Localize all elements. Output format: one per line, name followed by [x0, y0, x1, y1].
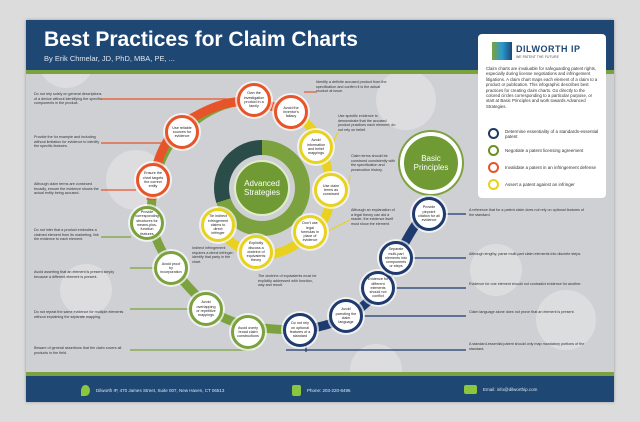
- node-orange[interactable]: Use reliable sources for evidence: [165, 115, 199, 149]
- annotation: A reference that for a patent claim does…: [469, 208, 584, 217]
- node-blue[interactable]: Evidence for different elements should n…: [361, 271, 395, 305]
- node-yellow[interactable]: Tie indirect infringement claims to dire…: [201, 208, 235, 242]
- legend-item: Negotiate a patent licensing agreement: [488, 145, 600, 156]
- legend-item: Assert a patent against an infringer: [488, 179, 600, 190]
- annotation: Claim terms should be construed consiste…: [351, 154, 396, 172]
- node-blue[interactable]: Avoid parroting the claim language: [329, 299, 363, 333]
- annotation: Do not repeat the same evidence for mult…: [34, 310, 124, 319]
- annotation: Although lengthy, parse multi-part claim…: [469, 252, 582, 256]
- annotation: Provide the for example and including wi…: [34, 135, 100, 149]
- address-text: Dilworth IP, 470 James Street, Suite 007…: [96, 388, 225, 393]
- annotation: Evidence for one element should not cont…: [469, 282, 582, 286]
- infographic-poster: Best Practices for Claim Charts By Erik …: [26, 20, 614, 402]
- location-pin-icon: [81, 385, 90, 396]
- node-yellow[interactable]: Don't use legal formulas in place of evi…: [293, 215, 327, 249]
- phone-text: Phone: 203-220-8496: [307, 388, 351, 393]
- ring-icon: [488, 179, 499, 190]
- node-green[interactable]: Avoid overly broad claim constructions: [231, 315, 265, 349]
- node-orange[interactable]: Own the investigation product in a famil…: [237, 83, 271, 117]
- annotation: Use specific evidence to demonstrate tha…: [338, 114, 396, 132]
- legend-item: Determine essentiality of a standards-es…: [488, 128, 600, 139]
- annotation: Claim language alone does not prove that…: [469, 310, 575, 314]
- node-yellow[interactable]: Avoid information and belief mappings: [299, 130, 333, 164]
- annotation: Although an explanation of a legal theor…: [351, 208, 395, 226]
- page-title: Best Practices for Claim Charts: [44, 28, 358, 51]
- node-orange[interactable]: Avoid the inventor's fallacy: [274, 95, 308, 129]
- advanced-strategies-hub[interactable]: Advanced Strategies: [234, 160, 290, 216]
- ring-icon: [488, 128, 499, 139]
- node-yellow[interactable]: Use claim terms as construed: [314, 173, 348, 207]
- intro-panel: DILWORTH IP WE PATENT THE FUTURE Claim c…: [478, 34, 606, 198]
- node-green[interactable]: Avoid proof by incorporation: [154, 251, 188, 285]
- node-blue[interactable]: Separate multi-part elements into compon…: [379, 241, 413, 275]
- logo-name: DILWORTH IP: [516, 44, 581, 54]
- node-green[interactable]: Avoid overlapping or repetitive mappings: [189, 292, 223, 326]
- footer-address: Dilworth IP, 470 James Street, Suite 007…: [81, 385, 224, 396]
- annotation: A standard-essential patent should only …: [469, 342, 585, 351]
- legend-label: Invalidate a patent in an infringement d…: [505, 165, 597, 170]
- node-orange[interactable]: Ensure the chart targets the correct ent…: [136, 163, 170, 197]
- logo-tagline: WE PATENT THE FUTURE: [516, 55, 559, 59]
- dilworth-logo-icon: [492, 42, 512, 60]
- annotation: Avoid asserting that an element is prese…: [34, 270, 115, 279]
- legend-label: Assert a patent against an infringer: [505, 182, 575, 187]
- footer-phone: Phone: 203-220-8496: [292, 385, 351, 396]
- node-yellow[interactable]: Explicitly discuss a doctrine of equival…: [239, 235, 273, 269]
- legend-label: Negotiate a patent licensing agreement: [505, 148, 584, 153]
- author-byline: By Erik Chmelar, JD, PhD, MBA, PE, ...: [44, 54, 175, 63]
- ring-icon: [488, 145, 499, 156]
- email-link[interactable]: Email: info@dilworthip.com: [483, 387, 538, 392]
- footer-bar: Dilworth IP, 470 James Street, Suite 007…: [26, 372, 614, 402]
- annotation: Identify a definite accused product from…: [316, 80, 387, 94]
- annotation: Although claim terms are construed broad…: [34, 182, 99, 196]
- annotation: Indirect infringement requires a direct …: [192, 246, 234, 264]
- legend-item: Invalidate a patent in an infringement d…: [488, 162, 600, 173]
- ring-icon: [488, 162, 499, 173]
- node-green[interactable]: Provide corresponding structures for mea…: [130, 206, 164, 240]
- envelope-icon: [464, 385, 477, 394]
- annotation: The doctrine of equivalents must be expl…: [258, 274, 317, 288]
- annotation: Beware of general assertions that the cl…: [34, 346, 122, 355]
- legend-label: Determine essentiality of a standards-es…: [505, 128, 599, 139]
- node-blue[interactable]: Do not rely on optional features of a st…: [283, 313, 317, 347]
- node-blue[interactable]: Provide pinpoint citation for all eviden…: [412, 197, 446, 231]
- intro-text: Claim charts are invaluable for safeguar…: [486, 66, 598, 109]
- annotation: Do not infer that a product embodies a c…: [34, 228, 99, 242]
- phone-icon: [292, 385, 301, 396]
- annotation: Do not rely solely on general descriptio…: [34, 92, 102, 106]
- basic-principles-hub[interactable]: Basic Principles: [400, 132, 462, 194]
- footer-email: Email: info@dilworthip.com: [464, 385, 537, 394]
